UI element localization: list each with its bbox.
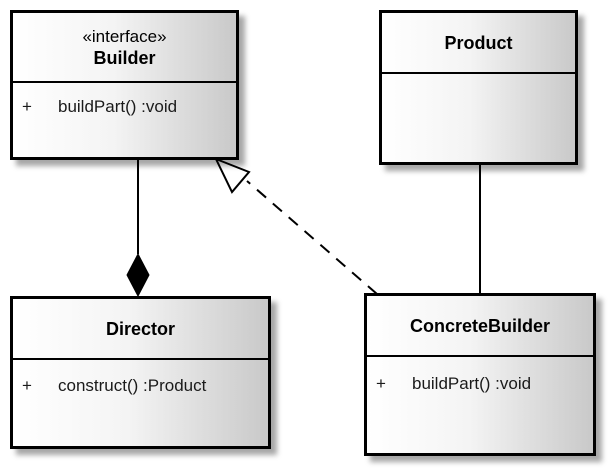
- class-product-body: [382, 74, 575, 162]
- class-product-name: Product: [444, 32, 513, 53]
- class-product[interactable]: Product: [379, 10, 578, 165]
- class-builder-stereotype: «interface»: [82, 26, 167, 46]
- operation-visibility: +: [22, 97, 32, 116]
- operation-visibility: +: [376, 374, 386, 393]
- class-concrete-builder-header: ConcreteBuilder: [367, 296, 593, 357]
- composition-diamond: [126, 252, 150, 298]
- realization-line: [246, 180, 378, 295]
- class-concrete-builder-operations: + buildPart() :void: [367, 357, 593, 453]
- class-builder-operations: + buildPart() :void: [13, 83, 236, 157]
- operation-signature: buildPart() :void: [58, 97, 178, 116]
- class-product-header: Product: [382, 13, 575, 74]
- class-concrete-builder[interactable]: ConcreteBuilder + buildPart() :void: [364, 293, 596, 456]
- class-builder-header: «interface» Builder: [13, 13, 236, 83]
- class-concrete-builder-name: ConcreteBuilder: [409, 315, 551, 336]
- class-director-operations: + construct() :Product: [13, 360, 268, 446]
- class-builder-name: Builder: [93, 47, 156, 68]
- operation-signature: buildPart() :void: [412, 374, 532, 393]
- class-builder[interactable]: «interface» Builder + buildPart() :void: [10, 10, 239, 160]
- operation-signature: construct() :Product: [58, 376, 207, 395]
- class-director-header: Director: [13, 299, 268, 360]
- class-director-name: Director: [105, 318, 176, 339]
- realization-arrowhead: [213, 157, 251, 194]
- operation-visibility: +: [22, 376, 32, 395]
- class-director[interactable]: Director + construct() :Product: [10, 296, 271, 449]
